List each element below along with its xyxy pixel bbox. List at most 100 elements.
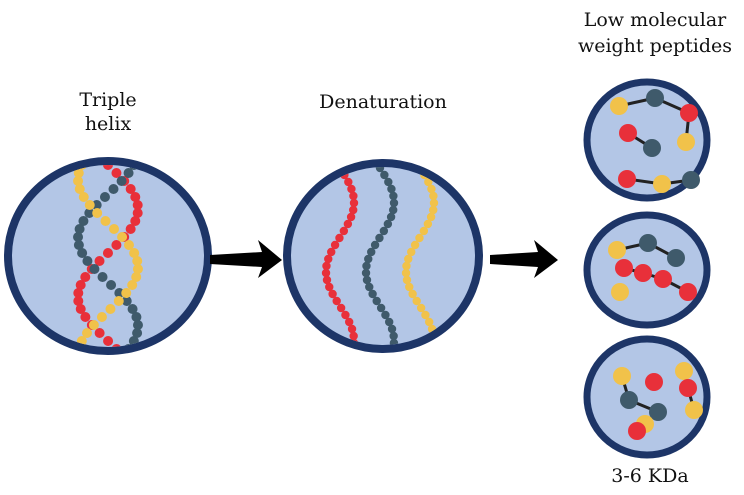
bead (426, 212, 436, 222)
bead (389, 331, 398, 341)
bead (653, 175, 671, 193)
bead (123, 168, 134, 178)
bead (73, 288, 84, 298)
bead (427, 184, 436, 194)
bead (130, 216, 141, 226)
bead (379, 226, 389, 236)
label-size: 3-6 KDa (611, 465, 688, 487)
bead (381, 310, 390, 320)
bead (675, 362, 693, 380)
bead (421, 310, 430, 320)
arrow-icon (490, 240, 558, 278)
bead (73, 176, 84, 186)
bead (132, 256, 143, 266)
denatured-strands (321, 167, 439, 345)
bead (132, 328, 143, 338)
bead (77, 248, 88, 258)
bead (619, 124, 637, 142)
bead (667, 249, 685, 267)
bead (322, 275, 332, 285)
bead (404, 254, 413, 264)
denatured-circle (283, 159, 483, 353)
bead (94, 256, 105, 266)
bead (116, 176, 127, 186)
bead (685, 401, 703, 419)
bead (84, 208, 95, 218)
bead (330, 240, 340, 250)
bead (82, 256, 93, 266)
bead (402, 275, 412, 285)
bead (639, 234, 657, 252)
bead (405, 282, 414, 292)
bead (415, 233, 424, 243)
bead (618, 170, 636, 188)
bead (424, 317, 434, 327)
triple-helix (73, 165, 143, 347)
bead (100, 216, 111, 226)
bead (372, 296, 381, 306)
label-low-molecular: Low molecular (584, 9, 727, 31)
bead (84, 200, 95, 210)
bead (387, 324, 397, 334)
bead (376, 303, 386, 313)
bead (429, 191, 438, 201)
bead (344, 317, 354, 327)
peptides (608, 89, 703, 440)
bead (91, 200, 102, 210)
bead (349, 198, 359, 208)
bead (389, 191, 398, 201)
bead (325, 282, 334, 292)
bead (111, 240, 122, 250)
bead (649, 403, 667, 421)
bead (402, 261, 411, 271)
bead (132, 264, 143, 274)
bead (387, 184, 396, 194)
bead (127, 304, 138, 314)
bead (114, 288, 125, 298)
bead (423, 219, 433, 229)
bead (341, 310, 350, 320)
bead (680, 104, 698, 122)
bead (103, 336, 114, 346)
bead (75, 304, 86, 314)
bead (132, 320, 143, 330)
bead (380, 170, 389, 180)
bead (106, 280, 117, 290)
bead (347, 184, 356, 194)
bead (646, 89, 664, 107)
bead (131, 272, 142, 282)
bead (349, 331, 358, 341)
bead (99, 192, 110, 202)
bead (677, 133, 695, 151)
bead (105, 304, 116, 314)
bead (327, 247, 336, 257)
bead (94, 328, 105, 338)
bead (73, 232, 84, 242)
bead (347, 324, 357, 334)
bead (384, 177, 393, 187)
bead (328, 289, 337, 299)
bead (613, 367, 631, 385)
bead (344, 177, 353, 187)
bead (424, 177, 433, 187)
bead (386, 212, 396, 222)
bead (346, 212, 356, 222)
bead (121, 296, 132, 306)
bead (125, 224, 136, 234)
bead (389, 205, 398, 215)
bead (429, 198, 439, 208)
bead (608, 241, 626, 259)
bead (322, 261, 331, 271)
bead (80, 272, 91, 282)
bead (89, 264, 100, 274)
bead (132, 200, 143, 210)
bead (109, 224, 120, 234)
bead (92, 208, 103, 218)
bead (343, 219, 353, 229)
bead (74, 224, 85, 234)
bead (654, 270, 672, 288)
bead (408, 289, 417, 299)
label-helix: helix (85, 113, 132, 135)
bead (361, 268, 371, 278)
bead (123, 240, 134, 250)
